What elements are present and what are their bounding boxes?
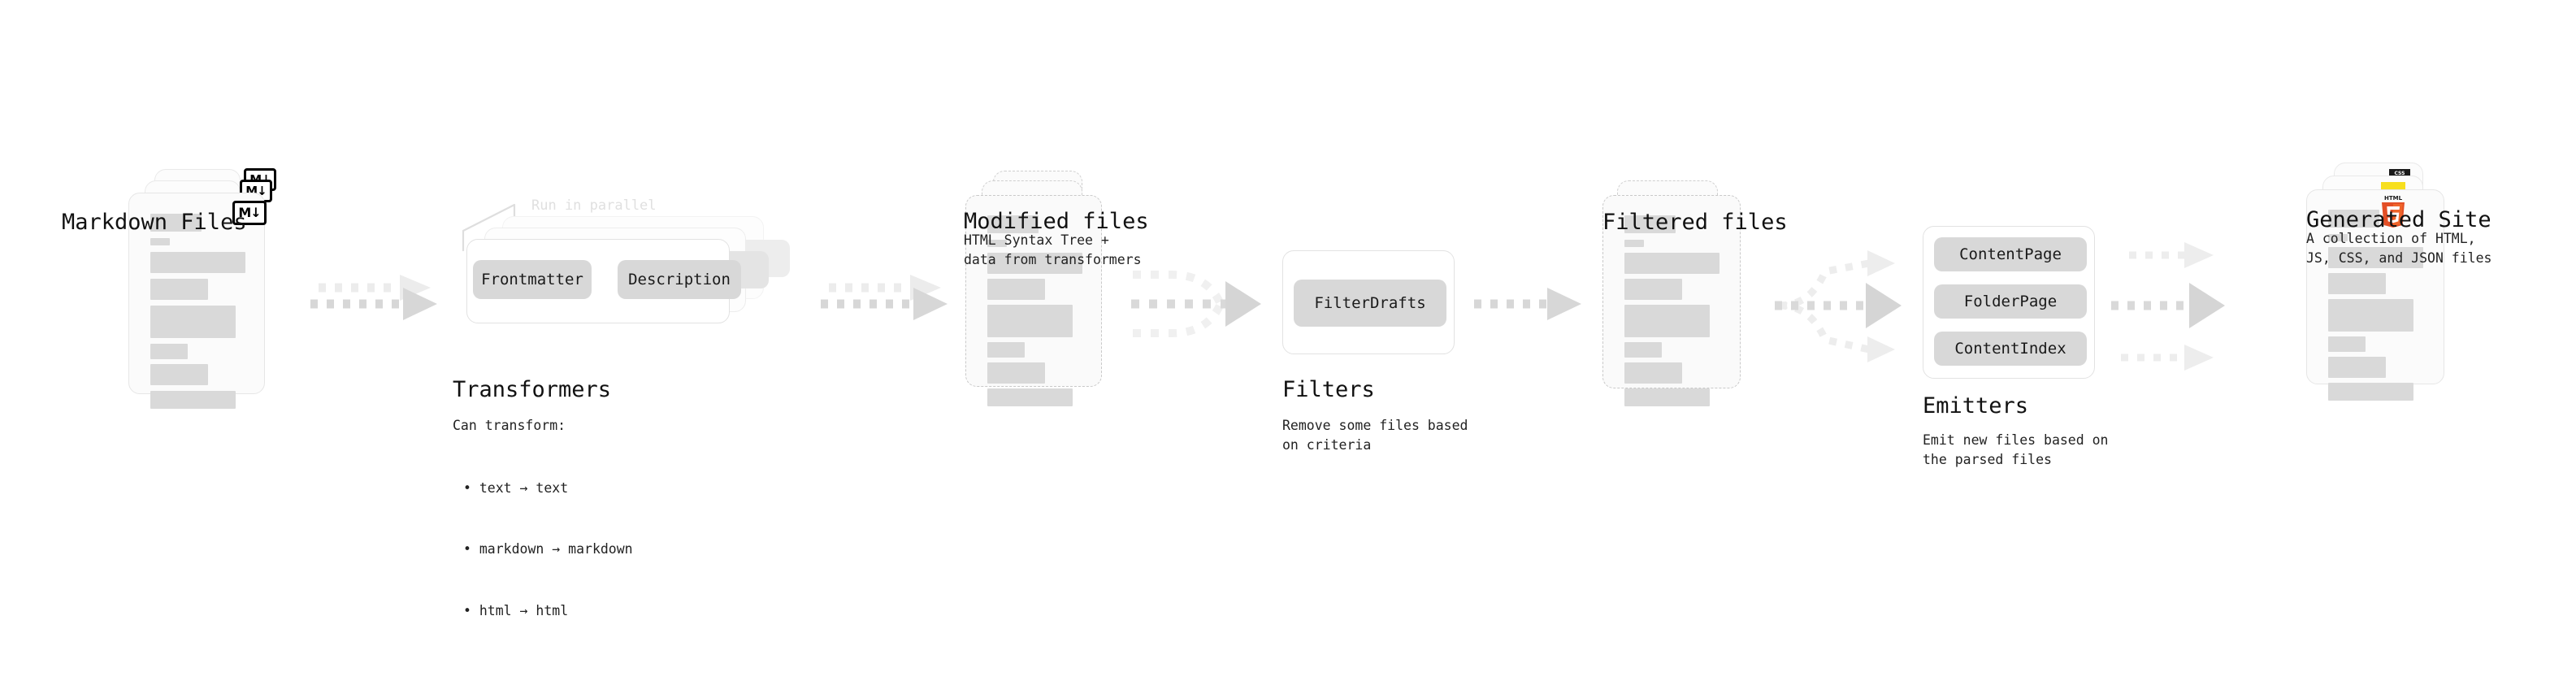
filter-pill-filterdrafts[interactable]: FilterDrafts [1294,280,1446,327]
bullet-item: • html → html [463,602,569,618]
stage-title-markdown-files: Markdown Files [62,210,247,235]
doc-bar [1624,279,1682,300]
emitter-pill-contentindex[interactable]: ContentIndex [1934,332,2087,366]
doc-bar [2328,247,2423,268]
transformer-pill-frontmatter[interactable]: Frontmatter [473,260,592,299]
stage-subtitle-transformers: Can transform: [453,418,566,433]
markdown-badge: M↓ [232,201,267,225]
markdown-doc-front [128,193,265,409]
doc-bar [987,305,1073,337]
doc-bar [150,252,245,273]
doc-bar [150,306,236,338]
doc-bar [150,391,236,409]
site-doc-front [2306,189,2444,401]
doc-bar [1624,215,1676,233]
doc-bar [987,388,1073,406]
stage-title-transformers: Transformers [453,377,612,402]
doc-bar [2328,299,2413,332]
doc-bar [1624,305,1710,337]
bullet-item: • markdown → markdown [463,541,633,557]
stage-subtitle-generated-site: A collection of HTML, JS, CSS, and JSON … [2306,231,2492,266]
doc-bar [150,279,208,300]
bullet-item: • text → text [463,480,569,497]
svg-text:CSS: CSS [2395,171,2405,176]
stage-title-emitters: Emitters [1923,393,2029,419]
connector-filtered-to-emitters [1775,250,1902,362]
stage-subtitle-modified-files: HTML Syntax Tree + data from transformer… [964,232,1142,267]
doc-bar [987,240,1007,247]
doc-bar [987,215,1039,233]
transformers-bullet-list: • text → text • markdown → markdown • ht… [463,437,633,661]
emitter-pill-contentpage[interactable]: ContentPage [1934,237,2087,271]
doc-bar [2328,336,2366,352]
run-in-parallel-bracket [462,203,516,252]
doc-bar [150,238,170,245]
connector-modified-to-filters [1131,271,1261,337]
stage-subtitle-filters: Remove some files based on criteria [1282,418,1468,453]
doc-bar [2328,383,2413,401]
stage-title-filtered-files: Filtered files [1602,210,1788,235]
doc-bar [150,364,208,385]
doc-bar [150,214,202,232]
doc-bar [2328,234,2348,241]
emitter-pill-folderpage[interactable]: FolderPage [1934,284,2087,319]
transformer-pill-description[interactable]: Description [618,260,741,299]
doc-bar [1624,253,1720,274]
connector-filters-to-filtered [1474,288,1581,320]
doc-bar [150,344,188,359]
stage-subtitle-emitters: Emit new files based on the parsed files [1923,432,2109,467]
stage-title-filters: Filters [1282,377,1375,402]
connector-emitters-to-site [2111,242,2225,371]
modified-doc-front [965,195,1102,406]
doc-bar [1624,362,1682,384]
connector-markdown-to-transformers [310,275,437,320]
stage-title-modified-files: Modified files [964,209,1149,234]
html5-icon: HTML [2382,195,2405,228]
doc-bar [2328,357,2386,378]
doc-bar [1624,342,1662,358]
run-in-parallel-label: Run in parallel [531,197,657,214]
doc-bar [1624,388,1710,406]
filtered-doc-front [1602,195,1741,406]
doc-bar [987,342,1025,358]
doc-bar [2328,273,2386,294]
doc-bar [2328,210,2379,228]
svg-text:HTML: HTML [2384,195,2403,202]
doc-bar [1624,240,1644,247]
doc-bar [987,253,1082,274]
connector-transformers-to-modified [821,275,948,320]
doc-bar [987,362,1045,384]
stage-title-generated-site: Generated Site [2306,207,2491,232]
doc-bar [987,279,1045,300]
